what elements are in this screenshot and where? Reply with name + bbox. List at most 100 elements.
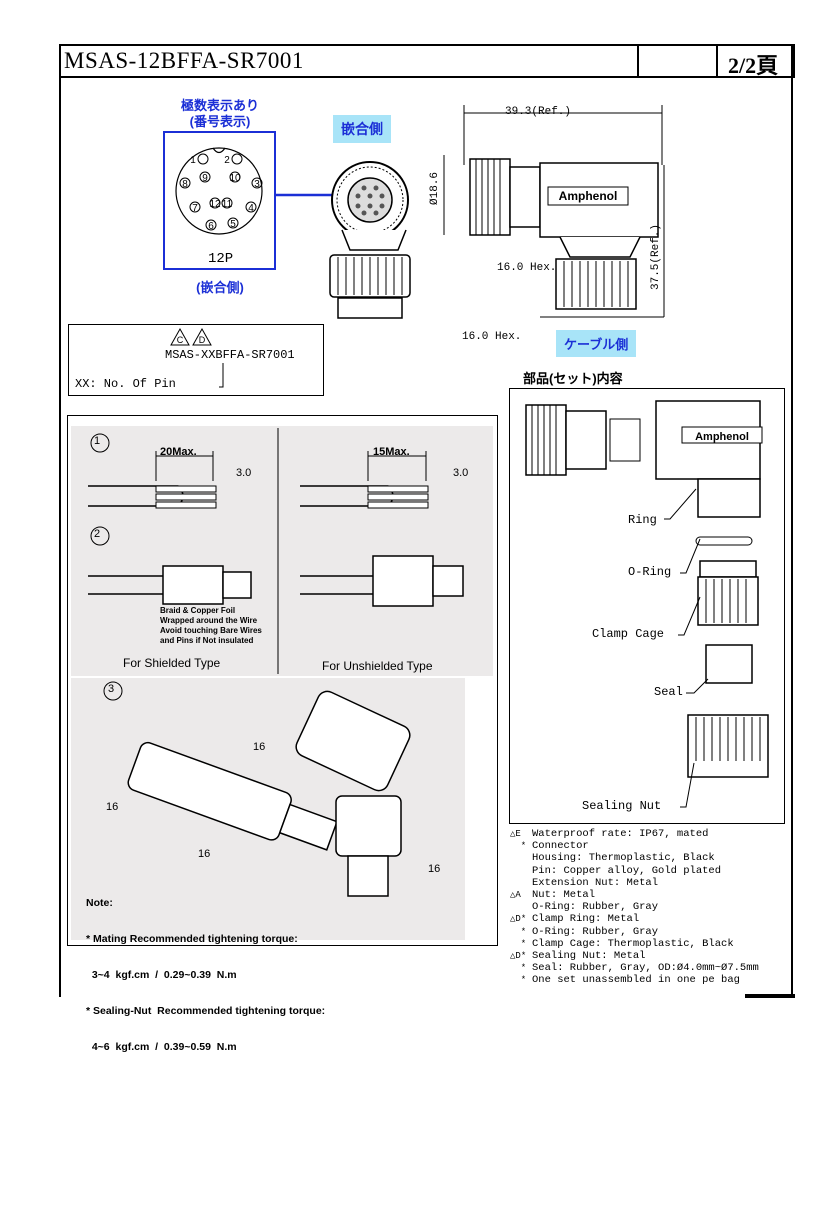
title-divider bbox=[637, 44, 639, 78]
step-2-marker: 2 bbox=[94, 528, 101, 540]
spec-note-line: Housing: Thermoplastic, Black bbox=[510, 852, 759, 864]
pin-socket bbox=[231, 153, 243, 165]
svg-text:C: C bbox=[177, 335, 184, 345]
spec-note-text: One set unassembled in one pe bag bbox=[532, 974, 740, 987]
pin-number: 4 bbox=[248, 203, 254, 214]
revision-triangle-icon: △D* bbox=[510, 914, 527, 925]
part-label-sealing-nut: Sealing Nut bbox=[582, 799, 662, 813]
part-label-seal: Seal bbox=[654, 685, 683, 699]
spec-note-line: Pin: Copper alloy, Gold plated bbox=[510, 865, 759, 877]
pin-count-legend: XX: No. Of Pin bbox=[75, 377, 176, 391]
step-1-marker: 1 bbox=[94, 435, 101, 447]
pin-number: 12 bbox=[209, 199, 221, 210]
spec-note-text: Clamp Cage: Thermoplastic, Black bbox=[532, 937, 734, 950]
pin-number: 1 bbox=[190, 155, 196, 166]
pin-heading-2: (番号表示) bbox=[189, 114, 251, 129]
pin-socket bbox=[251, 177, 263, 189]
connector-front-view bbox=[329, 161, 411, 319]
revision-triangle-icon: △E bbox=[510, 829, 521, 839]
pin-socket bbox=[199, 171, 211, 183]
pin-number: 7 bbox=[192, 203, 198, 214]
pin-number: 10 bbox=[229, 173, 241, 184]
spec-note-text: Clamp Ring: Metal bbox=[532, 913, 640, 926]
pin-socket bbox=[209, 197, 221, 209]
dim-height: 37.5(Ref.) bbox=[650, 223, 662, 290]
brand-logo: Amphenol bbox=[695, 431, 749, 443]
pin-heading-1: 極数表示あり bbox=[180, 98, 259, 113]
spec-note-text: O-Ring: Rubber, Gray bbox=[532, 901, 659, 914]
connector-side-view: Amphenol bbox=[443, 105, 665, 318]
spec-note-line: *Connector bbox=[510, 840, 759, 852]
assembly-panel: 1 2 3 20Max. 3.0 15Max. 3.0 Braid & Copp… bbox=[67, 415, 498, 1053]
torque-note-line: 4~6 kgf.cm / 0.39~0.59 N.m bbox=[86, 1041, 237, 1053]
spec-note-line: O-Ring: Rubber, Gray bbox=[510, 901, 759, 913]
torque-note: Note: * Mating Recommended tightening to… bbox=[86, 873, 325, 1077]
part-label-ring: Ring bbox=[628, 513, 657, 527]
braid-note-line: Braid & Copper Foil bbox=[160, 606, 236, 615]
bullet-icon: * bbox=[510, 938, 527, 949]
bullet-icon: * bbox=[510, 963, 527, 974]
pin-number: 9 bbox=[202, 173, 208, 184]
torque-note-title: Note: bbox=[86, 897, 113, 909]
svg-text:D: D bbox=[199, 335, 206, 345]
page-number: 2/2頁 bbox=[728, 53, 779, 78]
dim-length: 39.3(Ref.) bbox=[505, 106, 572, 118]
spec-note-text: O-Ring: Rubber, Gray bbox=[532, 925, 659, 938]
spec-note-line: * Seal: Rubber, Gray, OD:Ø4.0mm~Ø7.5mm bbox=[510, 962, 759, 974]
pin-socket bbox=[205, 219, 217, 231]
spec-note-text: Nut: Metal bbox=[532, 889, 596, 902]
pin-socket bbox=[227, 217, 239, 229]
spec-note-line: * One set unassembled in one pe bag bbox=[510, 974, 759, 986]
drawing-title: MSAS-12BFFA-SR7001 bbox=[64, 48, 304, 73]
pin-number: 8 bbox=[182, 179, 188, 190]
torque-note-line: * Mating Recommended tightening torque: bbox=[86, 933, 298, 945]
revision-triangle-icon: △D* bbox=[510, 951, 527, 962]
part-label-clamp-cage: Clamp Cage bbox=[592, 627, 665, 641]
pin-number: 6 bbox=[208, 221, 214, 232]
pin-caption: (嵌合側) bbox=[196, 280, 244, 295]
torque-note-line: * Sealing-Nut Recommended tightening tor… bbox=[86, 1005, 326, 1017]
unshielded-strip-max: 15Max. bbox=[373, 446, 410, 458]
dim-diameter: Ø18.6 bbox=[429, 171, 441, 205]
bullet-icon: * bbox=[510, 975, 527, 986]
pin-socket bbox=[179, 177, 191, 189]
spec-note-text: Seal: Rubber, Gray, OD:Ø4.0mm~Ø7.5mm bbox=[532, 962, 759, 975]
braid-note-line: Avoid touching Bare Wires bbox=[160, 626, 262, 635]
bullet-icon: * bbox=[510, 926, 527, 937]
title-divider bbox=[716, 44, 718, 78]
title-bar bbox=[59, 44, 795, 78]
mating-side-tag: 嵌合側 bbox=[333, 115, 391, 143]
pin-socket bbox=[245, 201, 257, 213]
leader-line bbox=[219, 363, 224, 388]
generic-part-number: MSAS-XXBFFA-SR7001 bbox=[165, 348, 295, 362]
shielded-caption: For Shielded Type bbox=[123, 656, 221, 670]
frame-end-mark bbox=[745, 994, 795, 998]
pin-socket bbox=[221, 197, 233, 209]
dim-hex-1: 16.0 Hex. bbox=[497, 262, 557, 274]
pin-number: 5 bbox=[230, 219, 236, 230]
torque-note-line: 3~4 kgf.cm / 0.29~0.39 N.m bbox=[86, 969, 237, 981]
pin-socket bbox=[197, 153, 209, 165]
dim-hex-2: 16.0 Hex. bbox=[462, 331, 522, 343]
pin-socket bbox=[189, 201, 201, 213]
spec-note-line: △D*Sealing Nut: Metal bbox=[510, 950, 759, 962]
pin-number: 11 bbox=[222, 199, 233, 210]
wrench-label: 16 bbox=[106, 801, 119, 813]
spec-note-line: △D* Clamp Ring: Metal bbox=[510, 913, 759, 925]
spec-note-text: Pin: Copper alloy, Gold plated bbox=[532, 864, 722, 877]
part-number-box: C D MSAS-XXBFFA-SR7001 XX: No. Of Pin bbox=[68, 324, 324, 396]
braid-note-line: and Pins if Not insulated bbox=[160, 636, 254, 645]
spec-note-text: Extension Nut: Metal bbox=[532, 876, 659, 889]
braid-note: Braid & Copper Foil Wrapped around the W… bbox=[160, 606, 262, 646]
step-3-marker: 3 bbox=[108, 683, 115, 695]
wrench-label: 16 bbox=[428, 863, 441, 875]
pin-count: 12P bbox=[208, 251, 234, 267]
revision-markers: C D bbox=[170, 327, 212, 346]
part-label-o-ring: O-Ring bbox=[628, 565, 672, 579]
shielded-strip-max: 20Max. bbox=[160, 446, 197, 458]
